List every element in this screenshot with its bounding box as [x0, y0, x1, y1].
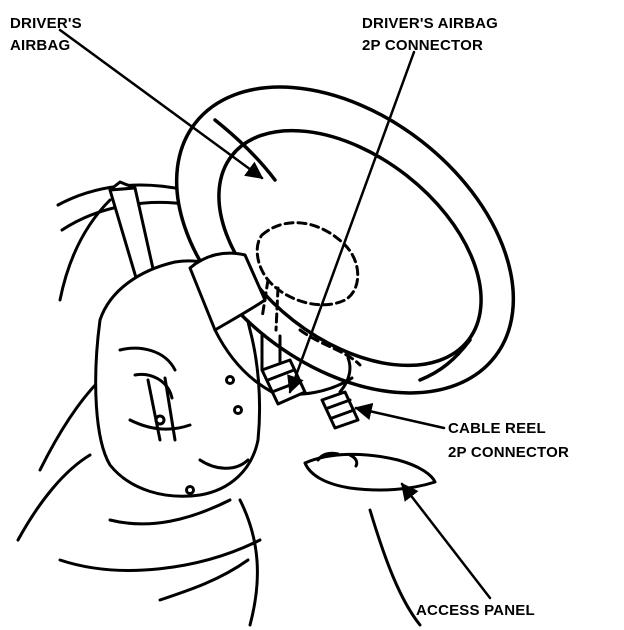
label-access-panel: ACCESS PANEL: [416, 602, 535, 619]
label-airbag-2p-connector: DRIVER'S AIRBAG 2P CONNECTOR: [362, 15, 502, 54]
leader-drivers-airbag: [58, 28, 264, 180]
leader-access-panel: [400, 482, 492, 600]
leader-lines: [58, 28, 492, 600]
label-cable-reel-2p-connector: CABLE REEL 2P CONNECTOR: [448, 420, 569, 461]
leader-cable-reel-connector: [354, 402, 446, 430]
leader-airbag-connector: [287, 50, 416, 394]
drivers-airbag-hidden-outline: [255, 221, 362, 367]
dashboard-outline: [16, 183, 422, 627]
label-drivers-airbag: DRIVER'S AIRBAG: [10, 15, 86, 54]
access-panel: [303, 451, 437, 492]
